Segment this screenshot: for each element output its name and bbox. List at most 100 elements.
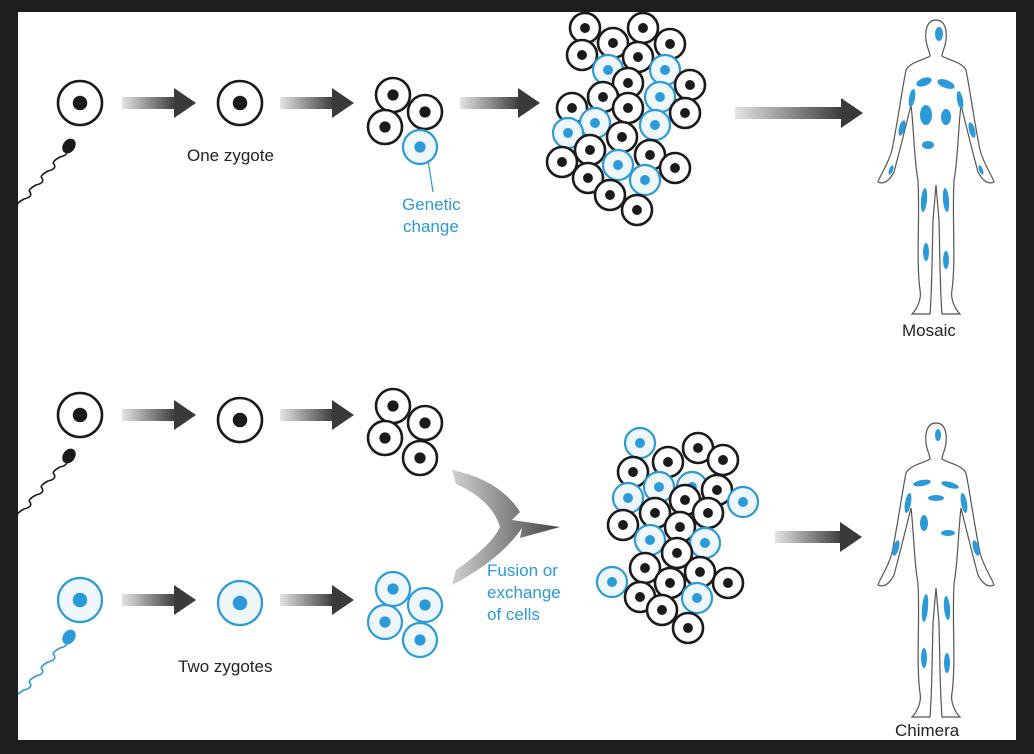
blue-patch [944, 653, 950, 673]
blue-patch [923, 243, 929, 261]
normal-cell [406, 93, 444, 131]
blue-patch [941, 530, 955, 536]
normal-cell [611, 91, 645, 125]
changed-cell [623, 426, 657, 460]
normal-cell [545, 145, 579, 179]
changed-cell [406, 586, 444, 624]
blue-patch [978, 165, 984, 175]
blue-patch [921, 648, 927, 668]
blue-patch [928, 495, 944, 501]
genetic-change-pointer [427, 159, 434, 193]
process-arrows [122, 88, 863, 615]
fusion-arrow [452, 470, 560, 585]
sperm-cells [18, 138, 76, 697]
normal-cell [593, 178, 627, 212]
blue-patch [956, 91, 964, 109]
normal-cell [401, 439, 439, 477]
label-change: change [403, 217, 459, 236]
mosaic-chimera-diagram [18, 12, 995, 718]
sperm [18, 138, 76, 206]
blue-patch [937, 79, 955, 89]
normal-cell [374, 76, 412, 114]
human-figure [877, 422, 995, 718]
changed-cell [374, 570, 412, 608]
normal-cell [653, 566, 687, 600]
arrow [122, 88, 196, 118]
changed-cell [726, 485, 760, 519]
blue-patch [913, 479, 931, 487]
label-genetic: Genetic [402, 195, 461, 214]
changed-cell [216, 579, 264, 627]
blue-patch [892, 540, 900, 556]
normal-cell [605, 120, 639, 154]
blue-patch [968, 122, 976, 138]
normal-cell [638, 496, 672, 530]
blue-patch [941, 481, 959, 489]
changed-cell [628, 163, 662, 197]
cells [56, 12, 760, 659]
arrow [122, 400, 196, 430]
changed-cell [688, 526, 722, 560]
arrow [460, 88, 540, 118]
normal-cell [645, 593, 679, 627]
normal-cell [626, 12, 660, 45]
blue-patch [972, 540, 980, 556]
normal-cell [658, 151, 692, 185]
blue-patch [935, 429, 941, 441]
label-chimera: Chimera [895, 721, 960, 740]
blue-patch [935, 27, 943, 41]
blue-patch [920, 188, 928, 212]
normal-cell [606, 508, 640, 542]
normal-cell [711, 566, 745, 600]
normal-cell [573, 133, 607, 167]
arrow [280, 88, 354, 118]
changed-cell [401, 621, 439, 659]
changed-cell [648, 53, 682, 87]
normal-cell [691, 496, 725, 530]
normal-cell [568, 12, 602, 45]
blue-patch [921, 594, 929, 622]
label-fusion: Fusion or exchange of cells [487, 560, 561, 626]
blue-patch [960, 493, 968, 513]
normal-cell [565, 38, 599, 72]
changed-cell [638, 108, 672, 142]
label-fusion-3: of cells [487, 605, 540, 624]
normal-cell [628, 551, 662, 585]
changed-cell [680, 581, 714, 615]
normal-cell [374, 387, 412, 425]
normal-cell [571, 161, 605, 195]
normal-cell [216, 79, 264, 127]
sperm [18, 448, 76, 516]
human-figure [877, 19, 995, 315]
normal-cell [56, 391, 104, 439]
label-two-zygotes: Two zygotes [178, 657, 273, 676]
arrow [735, 98, 863, 128]
blue-patch [922, 141, 934, 149]
label-mosaic: Mosaic [902, 321, 956, 340]
blue-patch [888, 165, 894, 175]
changed-cell [56, 576, 104, 624]
normal-cell [620, 193, 654, 227]
normal-cell [56, 79, 104, 127]
normal-cell [673, 68, 707, 102]
blue-patch [908, 89, 916, 107]
normal-cell [366, 419, 404, 457]
label-fusion-2: exchange [487, 583, 561, 602]
arrow [280, 400, 354, 430]
normal-cell [660, 536, 694, 570]
changed-cell [366, 603, 404, 641]
human-figures [877, 19, 995, 718]
changed-cell [578, 106, 612, 140]
blue-patch [904, 493, 912, 513]
normal-cell [406, 404, 444, 442]
blue-patch [916, 77, 932, 87]
label-fusion-1: Fusion or [487, 561, 558, 580]
normal-cell [653, 27, 687, 61]
normal-cell [683, 555, 717, 589]
label-genetic-change: Genetic change [402, 194, 461, 238]
normal-cell [216, 396, 264, 444]
changed-cell [401, 128, 439, 166]
blue-patch [898, 120, 906, 136]
normal-cell [671, 611, 705, 645]
blue-patch [920, 515, 928, 531]
